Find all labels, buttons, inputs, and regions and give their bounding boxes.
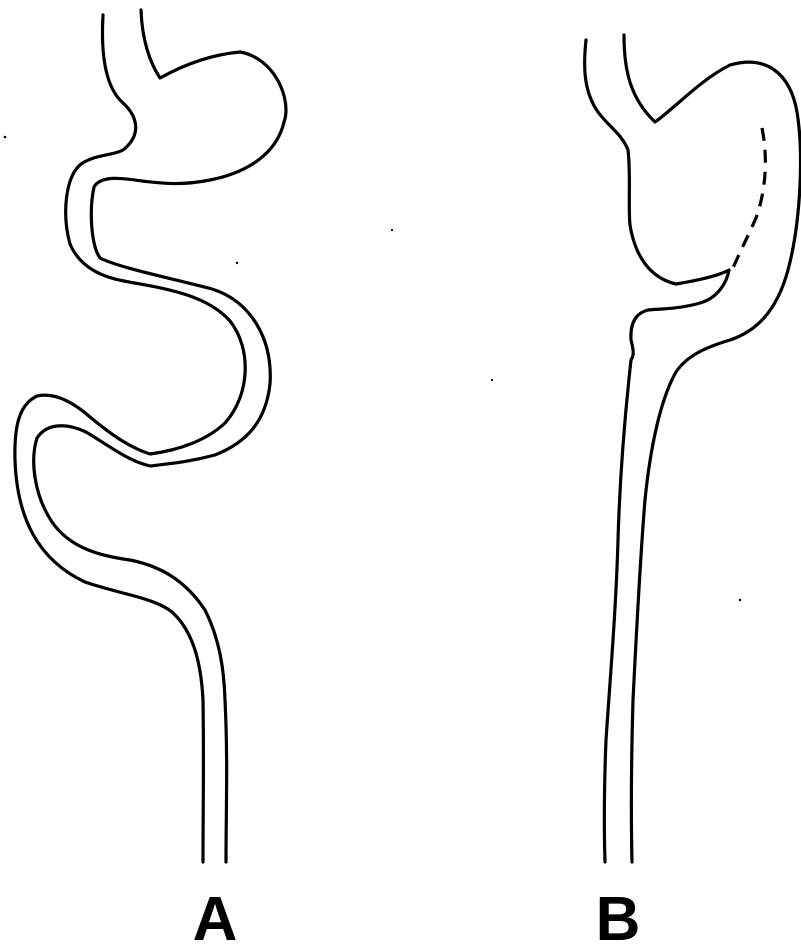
speck (739, 599, 741, 601)
panel-b-left-duct (604, 360, 631, 862)
panel-label-a: A (193, 885, 238, 952)
panel-b-right-wall (624, 35, 801, 862)
panel-b-left-wall (585, 40, 676, 284)
speck (391, 229, 393, 231)
panel-a-drawing (15, 10, 286, 862)
panel-b-dashed-line (733, 128, 765, 268)
speck (491, 379, 493, 381)
panel-a-left-wall (15, 15, 245, 862)
speck (4, 136, 7, 139)
speck (236, 262, 238, 264)
panel-b-drawing (585, 35, 801, 862)
panel-a-right-wall (34, 10, 286, 862)
panel-label-b: B (596, 885, 641, 952)
